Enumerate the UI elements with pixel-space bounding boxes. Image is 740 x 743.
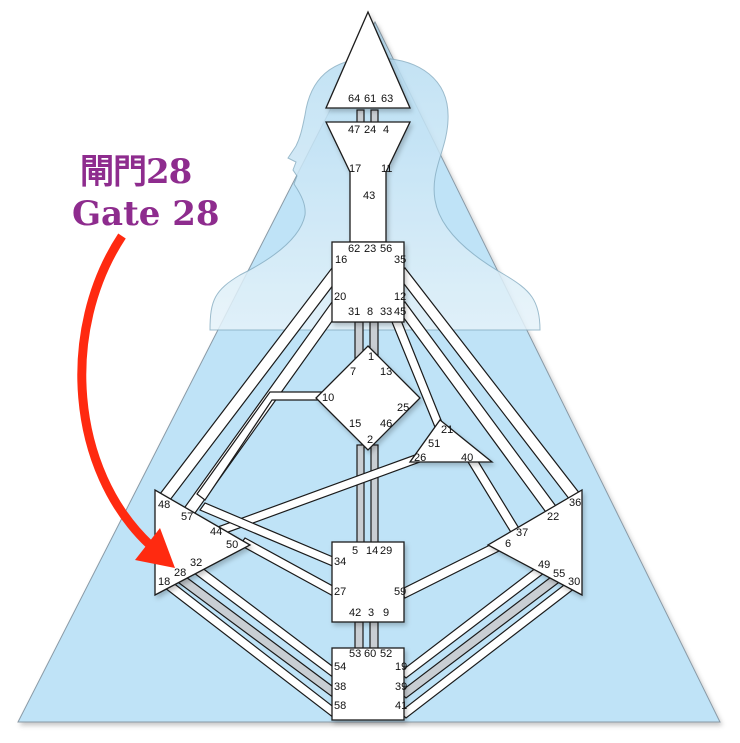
gate-label-63[interactable]: 63 xyxy=(381,93,393,105)
gate-label-22[interactable]: 22 xyxy=(547,511,559,523)
gate-label-10[interactable]: 10 xyxy=(322,392,334,404)
gate-label-15[interactable]: 15 xyxy=(349,418,361,430)
gate-label-37[interactable]: 37 xyxy=(516,527,528,539)
gate-label-13[interactable]: 13 xyxy=(380,366,392,378)
gate-label-17[interactable]: 17 xyxy=(349,163,361,175)
gate-label-29[interactable]: 29 xyxy=(380,545,392,557)
gate-label-51[interactable]: 51 xyxy=(428,438,440,450)
gate-label-46[interactable]: 46 xyxy=(380,418,392,430)
gate-label-24[interactable]: 24 xyxy=(364,124,376,136)
center-throat[interactable] xyxy=(331,241,405,323)
gate-label-1[interactable]: 1 xyxy=(368,351,374,363)
gate-label-32[interactable]: 32 xyxy=(190,557,202,569)
gate-label-21[interactable]: 21 xyxy=(441,424,453,436)
gate-label-38[interactable]: 38 xyxy=(334,681,346,693)
gate-label-3[interactable]: 3 xyxy=(368,607,374,619)
gate-label-54[interactable]: 54 xyxy=(334,661,346,673)
gate-label-48[interactable]: 48 xyxy=(158,499,170,511)
gate-label-45[interactable]: 45 xyxy=(394,306,406,318)
gate-label-33[interactable]: 33 xyxy=(380,306,392,318)
gate-label-34[interactable]: 34 xyxy=(334,556,346,568)
gate-label-27[interactable]: 27 xyxy=(334,586,346,598)
gate-annotation-chinese: 閘門28 xyxy=(80,152,192,192)
gate-label-20[interactable]: 20 xyxy=(334,291,346,303)
gate-label-16[interactable]: 16 xyxy=(335,254,347,266)
gate-annotation-english: Gate 28 xyxy=(72,194,220,234)
gate-label-25[interactable]: 25 xyxy=(397,402,409,414)
center-solar-plexus[interactable] xyxy=(486,488,583,597)
gate-label-4[interactable]: 4 xyxy=(383,124,389,136)
gate-label-23[interactable]: 23 xyxy=(364,243,376,255)
gate-label-43[interactable]: 43 xyxy=(363,190,375,202)
gate-label-55[interactable]: 55 xyxy=(553,568,565,580)
gate-label-52[interactable]: 52 xyxy=(380,648,392,660)
gate-label-26[interactable]: 26 xyxy=(414,452,426,464)
gate-label-18[interactable]: 18 xyxy=(158,576,170,588)
center-sacral[interactable] xyxy=(331,541,405,623)
gate-label-28[interactable]: 28 xyxy=(174,567,186,579)
channels xyxy=(159,109,581,719)
center-g[interactable] xyxy=(315,345,421,451)
gate-label-62[interactable]: 62 xyxy=(348,243,360,255)
gate-label-30[interactable]: 30 xyxy=(568,576,580,588)
gate-label-14[interactable]: 14 xyxy=(366,545,378,557)
gate-label-49[interactable]: 49 xyxy=(538,559,550,571)
center-ego[interactable] xyxy=(408,419,494,463)
gate-label-41[interactable]: 41 xyxy=(395,700,407,712)
gate-label-12[interactable]: 12 xyxy=(394,291,406,303)
gate-label-59[interactable]: 59 xyxy=(394,586,406,598)
centers xyxy=(154,10,583,721)
gate-label-7[interactable]: 7 xyxy=(350,366,356,378)
gate-label-61[interactable]: 61 xyxy=(364,93,376,105)
gate-label-9[interactable]: 9 xyxy=(383,607,389,619)
red-arrow-icon xyxy=(77,233,175,568)
gate-label-5[interactable]: 5 xyxy=(352,545,358,557)
gate-label-47[interactable]: 47 xyxy=(348,124,360,136)
gate-label-57[interactable]: 57 xyxy=(181,511,193,523)
gate-label-56[interactable]: 56 xyxy=(380,243,392,255)
center-root[interactable] xyxy=(331,647,405,721)
gate-label-64[interactable]: 64 xyxy=(348,93,360,105)
gate-label-19[interactable]: 19 xyxy=(395,661,407,673)
gate-label-44[interactable]: 44 xyxy=(210,526,222,538)
gate-label-36[interactable]: 36 xyxy=(569,497,581,509)
gate-label-50[interactable]: 50 xyxy=(226,539,238,551)
gate-label-58[interactable]: 58 xyxy=(334,700,346,712)
gate-label-60[interactable]: 60 xyxy=(364,648,376,660)
gate-label-39[interactable]: 39 xyxy=(395,681,407,693)
gate-label-53[interactable]: 53 xyxy=(349,648,361,660)
center-head[interactable] xyxy=(325,10,411,109)
gate-label-35[interactable]: 35 xyxy=(394,254,406,266)
gate-label-40[interactable]: 40 xyxy=(461,452,473,464)
gate-label-11[interactable]: 11 xyxy=(381,163,392,175)
gate-label-2[interactable]: 2 xyxy=(367,434,373,446)
gate-label-31[interactable]: 31 xyxy=(348,306,360,318)
gate-label-8[interactable]: 8 xyxy=(367,306,373,318)
gate-label-42[interactable]: 42 xyxy=(349,607,361,619)
gate-label-6[interactable]: 6 xyxy=(505,538,511,550)
